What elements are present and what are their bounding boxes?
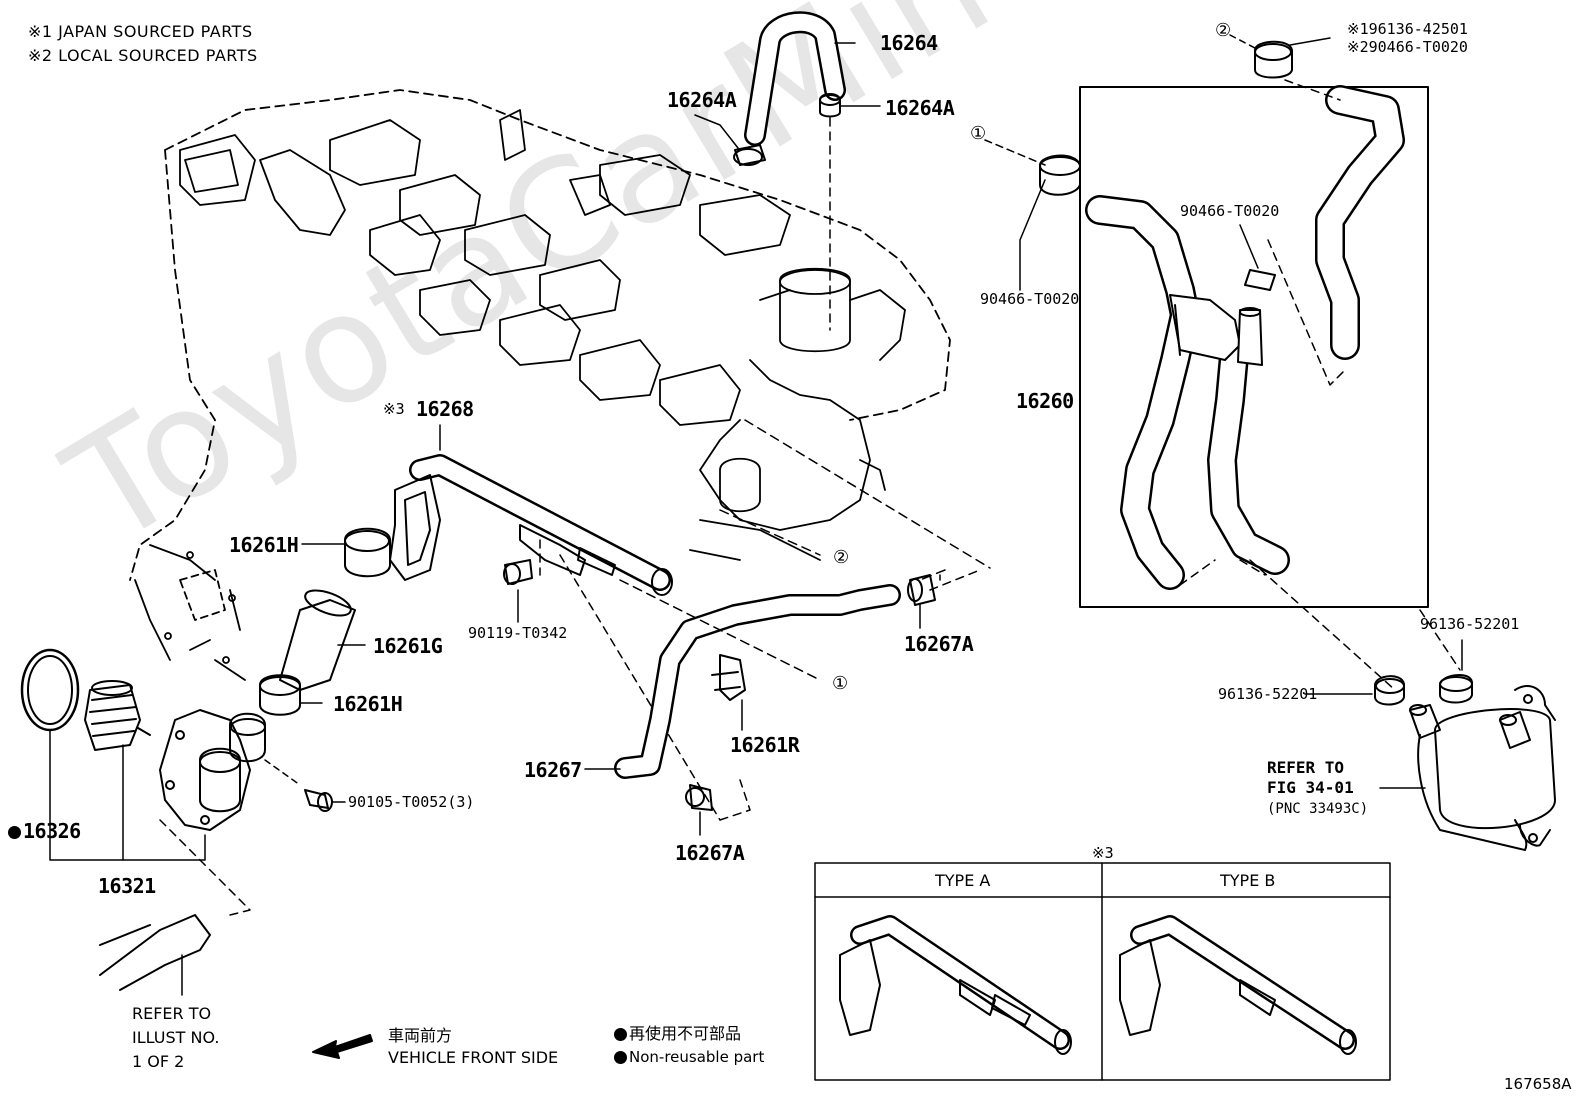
label-290466-T0020[interactable]: ※290466-T0020 xyxy=(1347,38,1468,56)
label-16264A-right[interactable]: 16264A xyxy=(885,96,955,120)
clamp-16264A-left xyxy=(694,114,766,166)
vehicle-front-arrow xyxy=(312,1034,373,1059)
type-b-header: TYPE B xyxy=(1220,871,1276,890)
note-local-sourced: ※2 LOCAL SOURCED PARTS xyxy=(28,46,258,65)
label-16267[interactable]: 16267 xyxy=(524,758,582,782)
hose-16261G xyxy=(279,589,366,691)
label-90105-T0052[interactable]: 90105-T0052(3) xyxy=(348,793,475,811)
legend-jp: 再使用不可部品 xyxy=(614,1026,741,1042)
hose-16267 xyxy=(584,584,901,779)
note-japan-sourced: ※1 JAPAN SOURCED PARTS xyxy=(28,22,253,41)
label-16261H-top[interactable]: 16261H xyxy=(229,533,299,557)
label-16326[interactable]: 16326 xyxy=(8,821,81,841)
dashed-link-lower-hose xyxy=(159,819,251,916)
front-side-en: VEHICLE FRONT SIDE xyxy=(388,1048,559,1067)
label-16326-text: 16326 xyxy=(23,819,81,843)
circled-1-top: ① xyxy=(970,123,987,144)
engine-outline xyxy=(129,89,951,681)
circled-2-mid: ② xyxy=(833,547,850,568)
refer-cooler-line3: (PNC 33493C) xyxy=(1267,801,1369,817)
clamp-96136-top xyxy=(1439,639,1473,704)
type-table xyxy=(814,862,1391,1081)
dashed-relations-center xyxy=(619,419,991,681)
water-inlet-16321 xyxy=(159,709,301,831)
leaders-16326-16321 xyxy=(49,729,206,861)
frame-16260 xyxy=(1079,86,1429,608)
label-96136-52201-left[interactable]: 96136-52201 xyxy=(1218,685,1318,703)
dashed-relation-right xyxy=(1267,239,1346,386)
legend-jp-text: 再使用不可部品 xyxy=(629,1024,742,1043)
bolt-90119-T0342 xyxy=(503,559,533,623)
label-96136-52201-top[interactable]: 96136-52201 xyxy=(1420,615,1520,633)
clamp-16267A-bottom xyxy=(685,784,713,836)
refer-illust-line1: REFER TO xyxy=(132,1004,212,1023)
circled-1-mid: ① xyxy=(832,673,849,694)
type-a-header: TYPE A xyxy=(935,871,991,890)
refer-cooler-line2: FIG 34-01 xyxy=(1267,778,1354,797)
label-16261H-bottom[interactable]: 16261H xyxy=(333,692,403,716)
legend-en: Non-reusable part xyxy=(614,1050,764,1065)
clamp-16261R xyxy=(711,654,746,731)
label-16268[interactable]: 16268 xyxy=(416,397,474,421)
clamp-16261H-bottom xyxy=(259,674,323,716)
label-16264[interactable]: 16264 xyxy=(880,31,938,55)
pipe-16268 xyxy=(389,424,751,821)
label-16264A-left[interactable]: 16264A xyxy=(667,88,737,112)
thermostat-16321 xyxy=(84,680,151,751)
label-16321[interactable]: 16321 xyxy=(98,874,156,898)
label-16261G[interactable]: 16261G xyxy=(373,634,443,658)
label-90466-T0020-left[interactable]: 90466-T0020 xyxy=(980,290,1080,308)
clamp-90466-left-top xyxy=(984,139,1081,291)
clamp-196136-42501 xyxy=(1229,34,1341,101)
clamp-16267A-right xyxy=(907,569,981,629)
hose-refer-illust xyxy=(99,914,211,996)
circled-2-top: ② xyxy=(1215,20,1232,41)
legend-en-text: Non-reusable part xyxy=(629,1048,765,1066)
label-196136-42501[interactable]: ※196136-42501 xyxy=(1347,20,1468,38)
bolt-90105-T0052 xyxy=(304,789,346,812)
hose-16264 xyxy=(744,11,856,146)
hose-upper-right xyxy=(1315,85,1405,360)
clamp-16264A-right xyxy=(819,93,881,331)
type-b-pipe-drawing xyxy=(1119,915,1357,1055)
clamp-96136-left xyxy=(1304,675,1405,706)
label-16268-prefix: ※3 xyxy=(383,400,405,418)
refer-illust-line2: ILLUST NO. xyxy=(132,1028,220,1047)
refer-illust-line3: 1 OF 2 xyxy=(132,1052,185,1071)
refer-cooler-line1: REFER TO xyxy=(1267,758,1345,777)
label-90466-T0020-center[interactable]: 90466-T0020 xyxy=(1180,202,1280,220)
label-90119-T0342[interactable]: 90119-T0342 xyxy=(468,624,568,642)
front-side-jp: 車両前方 xyxy=(388,1026,453,1045)
figure-id: 167658A xyxy=(1504,1075,1572,1093)
type-a-pipe-drawing xyxy=(839,915,1072,1055)
type-table-mark: ※3 xyxy=(1092,844,1114,862)
dashed-cooler-links xyxy=(1249,559,1461,691)
hose-16260 xyxy=(1085,195,1290,590)
oil-cooler xyxy=(1379,685,1556,851)
clamp-16261H-top xyxy=(301,527,391,578)
label-16260[interactable]: 16260 xyxy=(1016,389,1074,413)
label-16261R[interactable]: 16261R xyxy=(730,733,800,757)
label-16267A-right[interactable]: 16267A xyxy=(904,632,974,656)
label-16267A-bottom[interactable]: 16267A xyxy=(675,841,745,865)
clamp-90466-center xyxy=(1239,224,1276,291)
gasket-16326 xyxy=(20,648,80,732)
